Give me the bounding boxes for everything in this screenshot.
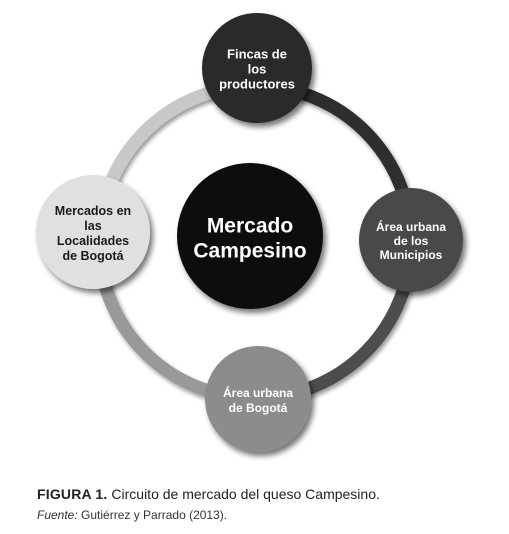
center-label-line-1: Mercado [207,214,293,237]
fincas-label-line-1: Fincas de [227,46,287,61]
municipios-label-line-2: de los [394,234,429,248]
source-label: Fuente: [37,508,78,522]
bogota-label-line-1: Área urbana [223,385,293,400]
localidades-label-line-4: de Bogotá [62,249,123,263]
figure-caption: FIGURA 1. Circuito de mercado del queso … [37,484,497,504]
localidades-label-line-3: Localidades [57,234,129,248]
localidades-label-line-2: las [84,219,101,233]
figure-source: Fuente: Gutiérrez y Parrado (2013). [37,506,497,524]
localidades-label-line-1: Mercados en [55,204,131,218]
fincas-label-line-2: los [248,61,267,76]
source-text: Gutiérrez y Parrado (2013). [77,508,228,522]
fincas-label-line-3: productores [219,76,295,91]
center-label-line-2: Campesino [193,239,306,262]
municipios-label-line-3: Municipios [380,248,443,262]
bogota-label-line-2: de Bogotá [229,401,288,415]
caption-text: Circuito de mercado del queso Campesino. [107,486,380,502]
municipios-label-line-1: Área urbana [376,219,446,234]
caption-label: FIGURA 1. [37,486,108,502]
